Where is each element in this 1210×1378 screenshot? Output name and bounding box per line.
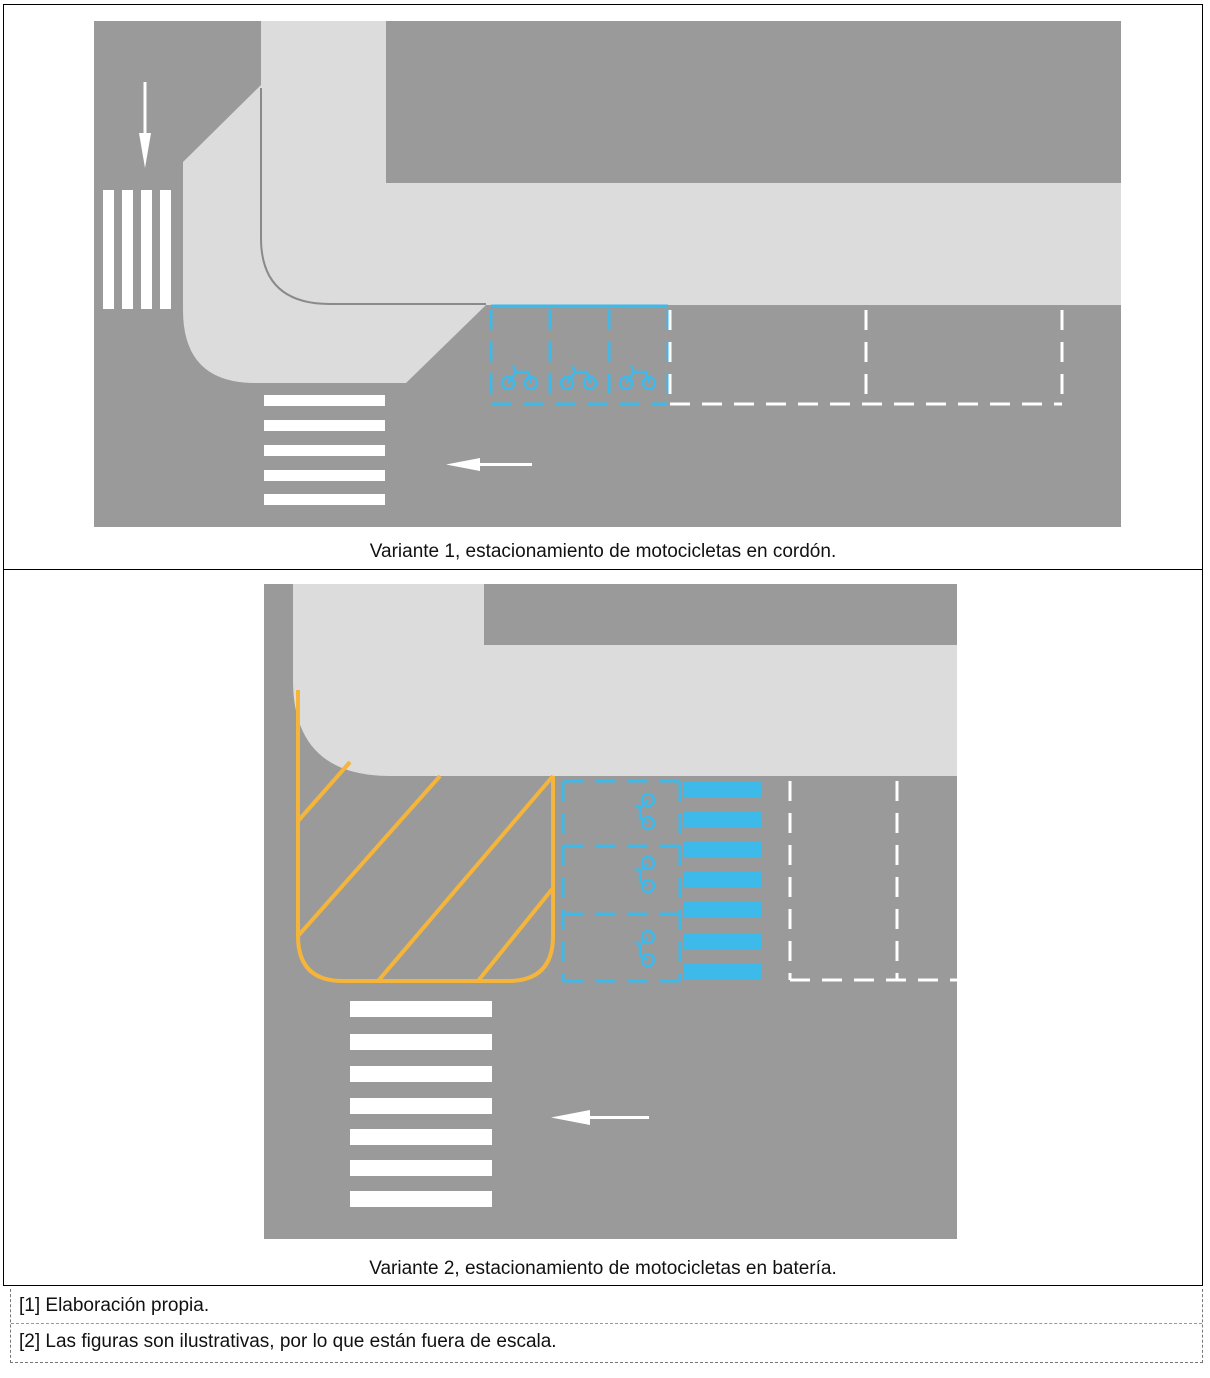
figure-2-diagram <box>264 584 957 1239</box>
motorcycle-icon <box>634 792 656 831</box>
curb-line <box>260 88 486 305</box>
moto-access-stripes <box>684 781 762 980</box>
figure-1-diagram <box>94 21 1121 527</box>
figure-2-caption: Variante 2, estacionamiento de motocicle… <box>369 1258 837 1279</box>
traffic-arrow-left-icon <box>551 1110 649 1125</box>
crosswalk-horizontal <box>350 1001 492 1207</box>
motorcycle-icon <box>634 855 656 894</box>
sidewalk <box>183 21 1121 383</box>
motorcycle-icon <box>634 929 656 968</box>
hatched-no-parking-zone <box>296 690 555 983</box>
traffic-arrow-down-icon <box>139 82 151 168</box>
moto-parking-bay <box>561 779 682 983</box>
crosswalk-vertical <box>103 190 171 309</box>
footnote-separator <box>11 1323 1202 1324</box>
crosswalk-horizontal <box>264 395 385 505</box>
footnotes: [1] Elaboración propia. [2] Las figuras … <box>10 1289 1203 1363</box>
traffic-arrow-left-icon <box>446 458 532 471</box>
sidewalk <box>293 584 957 776</box>
figure-1-caption: Variante 1, estacionamiento de motocicle… <box>369 541 837 562</box>
figure-table <box>3 4 1203 1286</box>
car-parking-bay <box>788 781 957 982</box>
footnote-2: [2] Las figuras son ilustrativas, por lo… <box>19 1331 557 1352</box>
car-parking-bay <box>668 310 1064 406</box>
footnote-1: [1] Elaboración propia. <box>19 1295 210 1316</box>
motorcycle-icon <box>500 365 539 391</box>
motorcycle-icon <box>618 365 657 391</box>
table-divider <box>3 569 1203 570</box>
moto-parking-bay <box>489 304 670 406</box>
motorcycle-icon <box>559 365 598 391</box>
